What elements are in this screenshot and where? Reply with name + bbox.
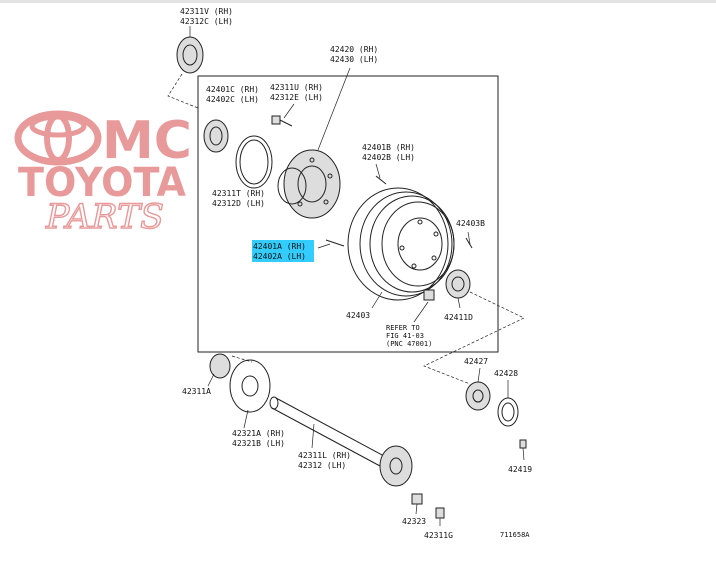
label-42402c-lh: 42402C (LH) <box>206 95 259 104</box>
seal-42411d <box>445 269 471 309</box>
label-42419: 42419 <box>508 465 532 474</box>
label-42428: 42428 <box>494 369 518 378</box>
label-42427: 42427 <box>464 357 488 366</box>
label-42403b: 42403B <box>456 219 485 228</box>
nut-42323 <box>411 493 423 515</box>
hub-bolt-42401b <box>375 163 387 185</box>
bearing-42401c <box>203 119 229 153</box>
label-42311t-rh: 42311T (RH) <box>212 189 265 198</box>
illustration-code: 711658A <box>500 531 530 539</box>
label-42401a-rh: 42401A (RH) <box>253 242 306 251</box>
snap-ring-42311t <box>235 135 273 189</box>
label-42401c-rh: 42401C (RH) <box>206 85 259 94</box>
label-42312e-lh: 42312E (LH) <box>270 93 323 102</box>
bolt-42419 <box>519 439 527 461</box>
label-42403: 42403 <box>346 311 370 320</box>
bearing-42427 <box>465 367 491 411</box>
drum-bolt-42403b <box>465 231 473 249</box>
label-42312-lh: 42312 (LH) <box>298 461 346 470</box>
label-42420-rh: 42420 (RH) <box>330 45 378 54</box>
seal-42428 <box>497 380 519 427</box>
refer-line-1: REFER TO <box>386 324 420 332</box>
axle-shaft-42311l <box>269 396 413 487</box>
refer-line-2: FIG 41-03 <box>386 332 424 340</box>
label-42321a-rh: 42321A (RH) <box>232 429 285 438</box>
label-42312c-lh: 42312C (LH) <box>180 17 233 26</box>
watermark-mc: MC <box>102 111 192 171</box>
label-42311u-rh: 42311U (RH) <box>270 83 323 92</box>
retainer-plate-42321a <box>229 359 271 429</box>
label-42402b-lh: 42402B (LH) <box>362 153 415 162</box>
label-42311l-rh: 42311L (RH) <box>298 451 351 460</box>
refer-line-3: (PNC 47001) <box>386 340 432 348</box>
nut-42311g <box>435 507 445 526</box>
bolt-42311u <box>271 103 295 127</box>
toyota-emblem-icon <box>14 110 102 166</box>
label-42321b-lh: 42321B (LH) <box>232 439 285 448</box>
mc-toyota-parts-watermark: MC TOYOTA PARTS <box>14 110 192 238</box>
watermark-sub: PARTS <box>45 197 164 237</box>
watermark-brand: TOYOTA <box>18 160 186 206</box>
nut-refer <box>413 289 435 323</box>
label-42402a-lh: 42402A (LH) <box>253 252 306 261</box>
label-42401b-rh: 42401B (RH) <box>362 143 415 152</box>
hub-42420 <box>277 67 351 219</box>
label-42311g: 42311G <box>424 531 453 540</box>
top-edge-shadow <box>0 0 716 3</box>
dashed-leaders <box>167 73 525 385</box>
label-42323: 42323 <box>402 517 426 526</box>
highlight-42401a <box>252 240 314 262</box>
label-42411d: 42411D <box>444 313 473 322</box>
assembly-frame <box>197 75 499 353</box>
part-labels: 42311V (RH) 42312C (LH) 42420 (RH) 42430… <box>180 7 532 540</box>
oil-seal-42311v <box>176 26 204 74</box>
label-42430-lh: 42430 (LH) <box>330 55 378 64</box>
label-42311v-rh: 42311V (RH) <box>180 7 233 16</box>
label-42312d-lh: 42312D (LH) <box>212 199 265 208</box>
brake-drum-42403 <box>347 187 455 309</box>
label-42311a: 42311A <box>182 387 211 396</box>
gasket-42311a <box>207 353 231 387</box>
hub-bolt-42401a <box>317 239 345 249</box>
